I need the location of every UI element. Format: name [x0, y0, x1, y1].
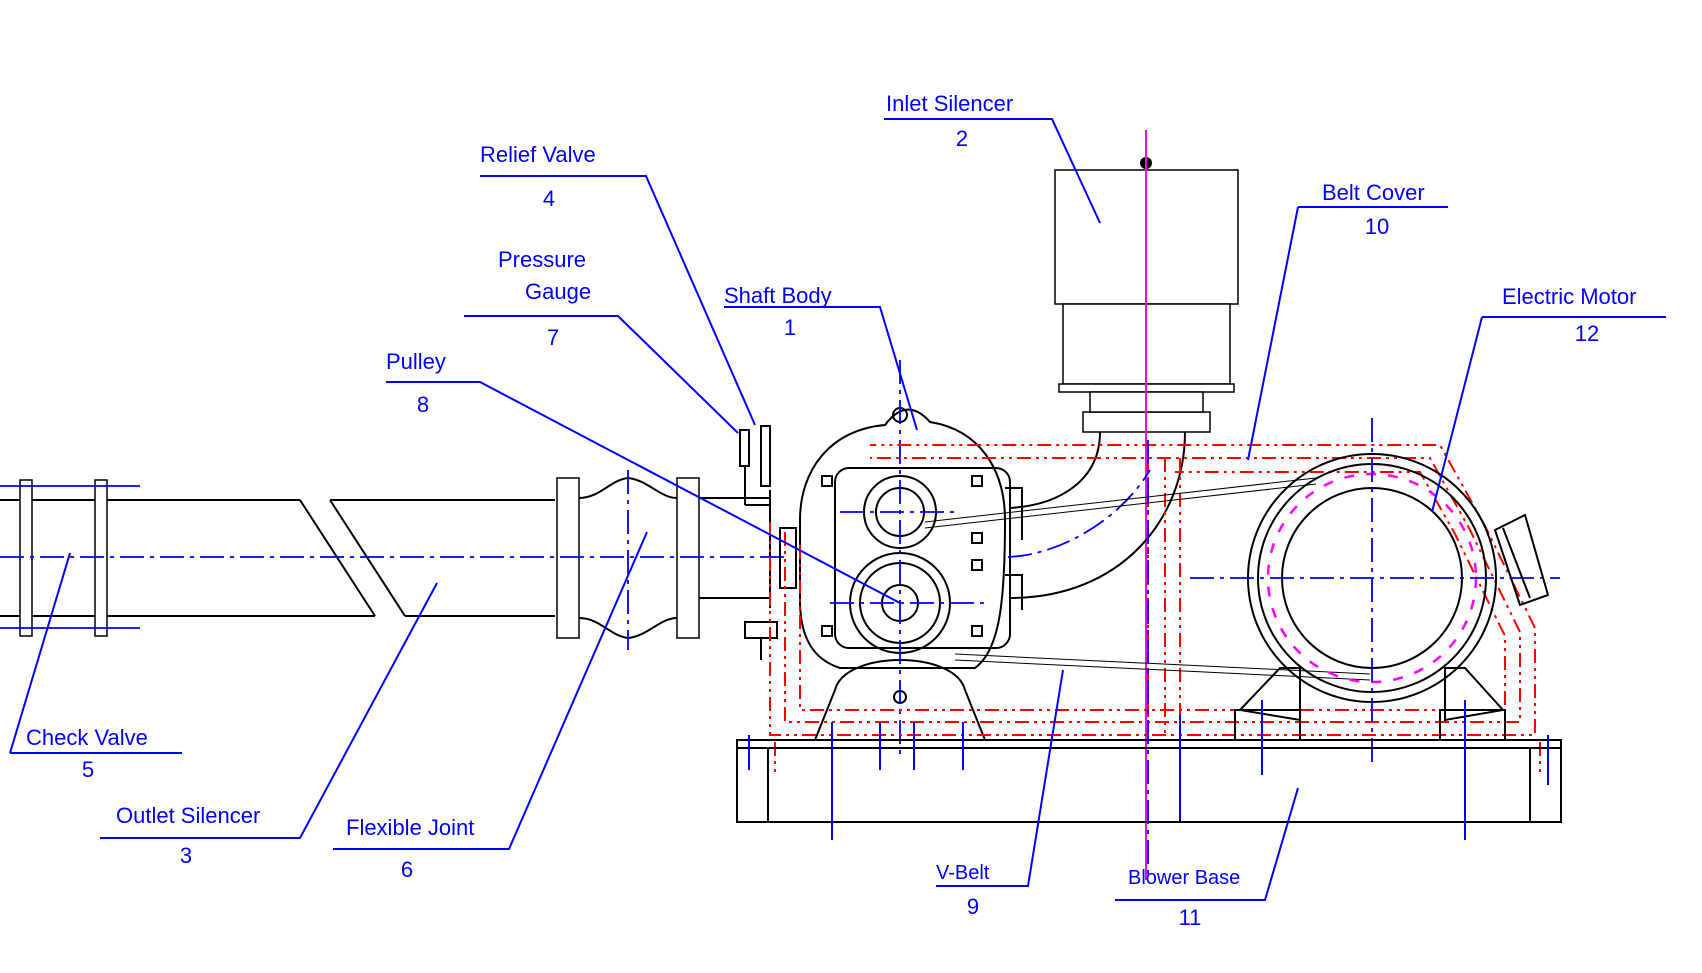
callout-v-belt: V-Belt 9	[936, 862, 990, 919]
discharge-piping	[0, 470, 790, 650]
callout-number-12: 12	[1575, 321, 1599, 346]
check-valve-flange-2	[94, 479, 108, 637]
flexible-joint-flange-1	[556, 477, 580, 639]
blower-shaft-body	[739, 360, 1151, 760]
callout-number-5: 5	[82, 757, 94, 782]
callout-electric-motor: Electric Motor 12	[1502, 284, 1636, 346]
callout-label-inlet-silencer: Inlet Silencer	[886, 91, 1013, 116]
callout-number-4: 4	[543, 186, 555, 211]
callout-outlet-silencer: Outlet Silencer 3	[116, 803, 260, 868]
belt-cover-outline	[769, 444, 1541, 775]
inlet-silencer-body	[1009, 130, 1239, 880]
callout-pressure-gauge: Pressure Gauge 7	[498, 247, 591, 350]
callout-label-blower-base: Blower Base	[1128, 867, 1240, 889]
callout-flexible-joint: Flexible Joint 6	[346, 815, 474, 882]
callout-number-2: 2	[956, 126, 968, 151]
callout-number-8: 8	[417, 392, 429, 417]
electric-motor-body	[1190, 418, 1560, 765]
callout-label-outlet-silencer: Outlet Silencer	[116, 803, 260, 828]
callout-number-10: 10	[1365, 214, 1389, 239]
callout-number-11: 11	[1179, 905, 1202, 930]
callout-label-electric-motor: Electric Motor	[1502, 284, 1636, 309]
callout-label-flexible-joint: Flexible Joint	[346, 815, 474, 840]
callout-number-1: 1	[784, 315, 796, 340]
callout-belt-cover: Belt Cover 10	[1322, 180, 1425, 239]
callout-number-6: 6	[401, 857, 413, 882]
callout-number-9: 9	[967, 894, 979, 919]
callout-blower-base: Blower Base 11	[1128, 867, 1240, 930]
callout-label-shaft-body: Shaft Body	[724, 283, 832, 308]
callout-relief-valve: Relief Valve 4	[480, 142, 596, 211]
callout-number-3: 3	[180, 843, 192, 868]
callout-number-7: 7	[547, 325, 559, 350]
callout-inlet-silencer: Inlet Silencer 2	[886, 91, 1013, 151]
callout-label-belt-cover: Belt Cover	[1322, 180, 1425, 205]
check-valve-flange-1	[19, 479, 33, 637]
callout-label-v-belt: V-Belt	[936, 862, 990, 884]
callout-shaft-body: Shaft Body 1	[724, 283, 832, 340]
callout-label-pulley: Pulley	[386, 349, 446, 374]
callout-pulley: Pulley 8	[386, 349, 446, 417]
callout-check-valve: Check Valve 5	[26, 725, 148, 782]
callout-label-pressure-gauge-line2: Gauge	[525, 279, 591, 304]
flexible-joint-flange-2	[676, 477, 700, 639]
callout-label-pressure-gauge-line1: Pressure	[498, 247, 586, 272]
callout-leaders	[9, 118, 1666, 901]
callout-label-check-valve: Check Valve	[26, 725, 148, 750]
callout-label-relief-valve: Relief Valve	[480, 142, 596, 167]
blower-base	[736, 440, 1562, 880]
